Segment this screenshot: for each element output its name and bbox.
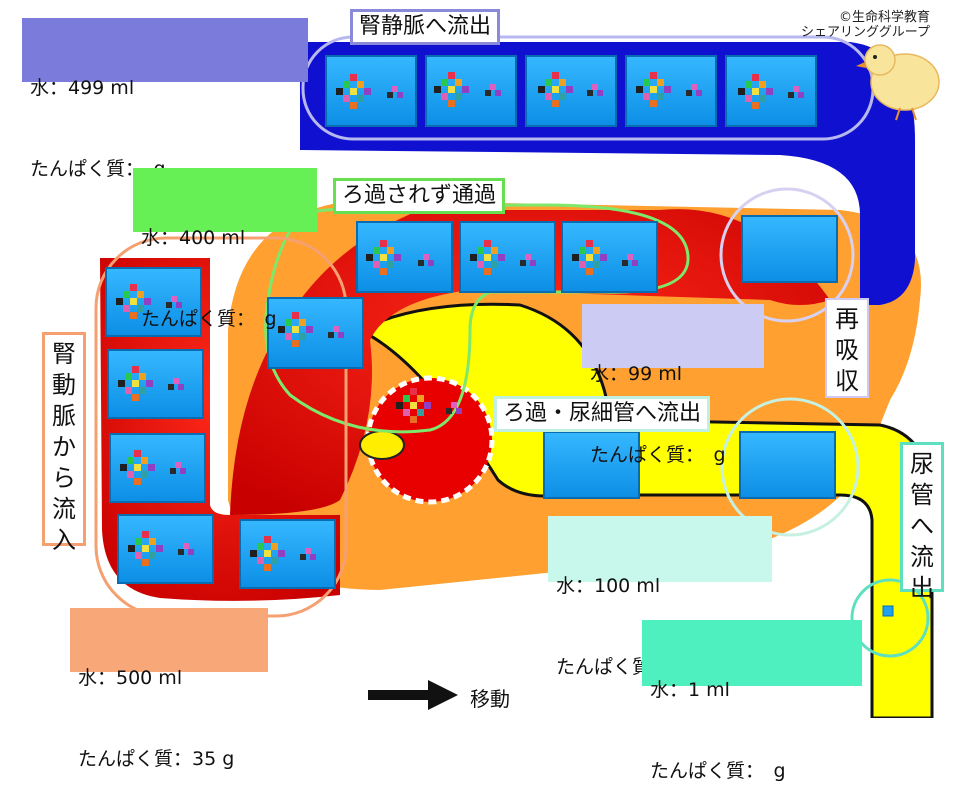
unfiltered-box-3 (561, 221, 658, 293)
reabsorption-outline (719, 187, 855, 323)
unfiltered-protein: たんぱく質： g (141, 308, 277, 330)
arrow-legend-icon (368, 680, 458, 710)
credit-line-1: ©生命科学教育 (838, 10, 930, 25)
artery-box-4 (117, 514, 214, 584)
vein-box-2 (425, 55, 517, 127)
movement-legend-label: 移動 (470, 687, 510, 711)
unfiltered-info: 水：400 ml たんぱく質： g (133, 168, 317, 330)
inflow-protein: たんぱく質：35 g (78, 748, 235, 770)
glomerulus-lumen (359, 430, 405, 460)
artery-box-1 (105, 267, 202, 337)
reabsorbed-info: 水：99 ml たんぱく質： g (582, 304, 764, 466)
renal-vein-water: 水：499 ml (30, 77, 135, 99)
artery-box-3 (109, 433, 206, 503)
reabsorbed-box (741, 215, 838, 283)
artery-box-2 (107, 349, 204, 419)
filtered-box-1 (543, 431, 640, 499)
filtered-water: 水：100 ml (556, 575, 661, 597)
filtration-to-tubule-label: ろ過・尿細管へ流出 (494, 396, 711, 432)
renal-vein-info: 水：499 ml たんぱく質： g (22, 18, 308, 180)
artery-box-5 (239, 519, 336, 589)
vein-box-3 (525, 55, 617, 127)
urine-water: 水：1 ml (650, 679, 730, 701)
reabsorbed-protein: たんぱく質： g (590, 444, 726, 466)
credit-line-2: シェアリンググループ (801, 25, 930, 40)
renal-vein-outflow-label: 腎静脈へ流出 (350, 9, 501, 45)
urine-outline (850, 578, 930, 658)
ureter-outflow-label: 尿管へ流出 (900, 442, 944, 602)
filtered-outline (720, 397, 860, 537)
vein-box-4 (625, 55, 717, 127)
urine-info: 水：1 ml たんぱく質： g (642, 620, 862, 782)
urine-protein: たんぱく質： g (650, 760, 786, 782)
reabsorption-label: 再吸収 (825, 298, 869, 398)
filtered-info: 水：100 ml たんぱく質： g (548, 516, 772, 678)
unfiltered-water: 水：400 ml (141, 227, 246, 249)
unfiltered-box-4 (267, 297, 364, 369)
unfiltered-box-2 (459, 221, 556, 293)
reabsorbed-water: 水：99 ml (590, 363, 683, 385)
pass-unfiltered-label: ろ過されず通過 (333, 178, 506, 214)
urine-box (882, 605, 894, 617)
chick-mascot (856, 44, 940, 121)
vein-box-5 (725, 55, 817, 127)
renal-artery-inflow-label: 腎動脈から流入 (42, 332, 86, 554)
inflow-info: 水：500 ml たんぱく質：35 g (70, 608, 268, 770)
credit-text: ©生命科学教育 シェアリンググループ (770, 10, 930, 40)
unfiltered-box-1 (356, 221, 453, 293)
inflow-water: 水：500 ml (78, 667, 183, 689)
filtered-box-2 (739, 431, 836, 499)
vein-box-1 (325, 55, 417, 127)
